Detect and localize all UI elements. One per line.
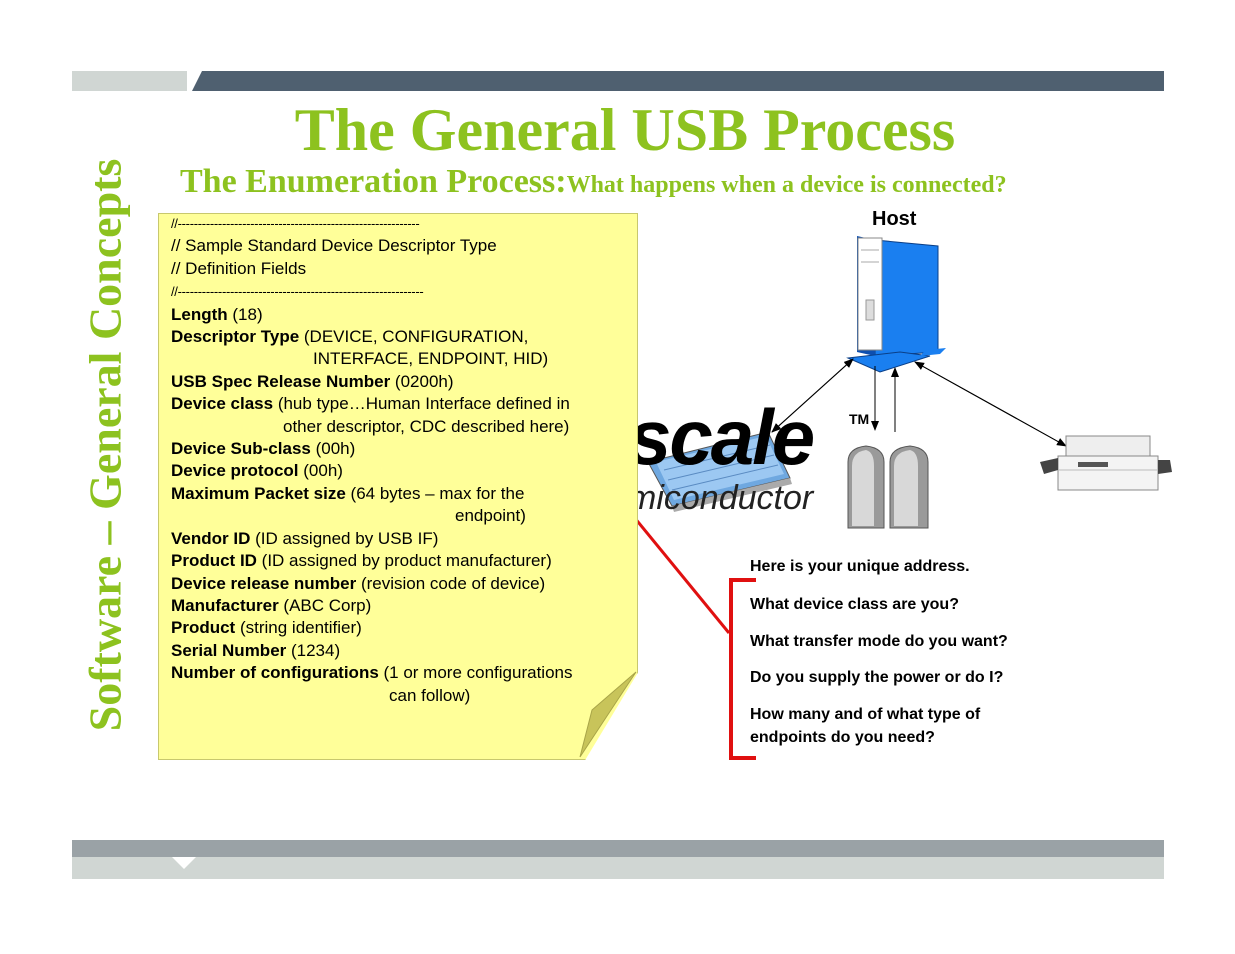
question-text: How many and of what type of [750, 706, 981, 723]
descriptor-field-value: (64 bytes – max for the [345, 483, 525, 503]
descriptor-field-value: (string identifier) [235, 618, 362, 638]
descriptor-field-value: (00h) [298, 461, 343, 481]
descriptor-field-value: (ID assigned by USB IF) [250, 528, 439, 548]
subtitle-main: The Enumeration Process: [180, 163, 567, 200]
descriptor-field-value: (ABC Corp) [278, 595, 372, 615]
footer-bar-dark [72, 840, 1164, 857]
descriptor-field-value: (00h) [310, 439, 356, 459]
descriptor-line: Manufacturer (ABC Corp) [171, 595, 631, 617]
descriptor-line: Device Sub-class (00h) [171, 438, 631, 460]
descriptor-field-name: Product [171, 618, 236, 638]
descriptor-field-name: Maximum Packet size [171, 483, 346, 503]
descriptor-line: Device class (hub type…Human Interface d… [171, 393, 631, 415]
slide-title: The General USB Process [294, 97, 956, 163]
question-text: endpoints do you need? [750, 729, 935, 746]
descriptor-text: other descriptor, CDC described here) [283, 416, 570, 436]
descriptor-field-list: //--------------------------------------… [171, 212, 631, 707]
descriptor-field-value: (DEVICE, CONFIGURATION, [299, 327, 529, 347]
descriptor-line: Product ID (ID assigned by product manuf… [171, 550, 631, 572]
descriptor-line: //--------------------------------------… [171, 280, 631, 303]
descriptor-line: // Definition Fields [171, 258, 631, 280]
descriptor-field-name: USB Spec Release Number [171, 371, 391, 391]
slide-subtitle: The Enumeration Process:What happens whe… [180, 163, 1007, 201]
question-text: What device class are you? [750, 596, 959, 613]
logo-subtext-fragment: miconductor [628, 479, 814, 517]
question-text: What transfer mode do you want? [750, 633, 1008, 650]
descriptor-line: Maximum Packet size (64 bytes – max for … [171, 483, 631, 505]
descriptor-text: INTERFACE, ENDPOINT, HID) [313, 349, 549, 369]
descriptor-line: USB Spec Release Number (0200h) [171, 371, 631, 393]
descriptor-text: // Definition Fields [171, 258, 307, 278]
host-label: Host [872, 208, 917, 230]
keyboard-icon [647, 431, 792, 512]
descriptor-line: Product (string identifier) [171, 617, 631, 639]
descriptor-field-value: (hub type…Human Interface defined in [273, 394, 570, 414]
descriptor-line: //--------------------------------------… [171, 212, 631, 235]
descriptor-line: Length (18) [171, 304, 631, 326]
header-bar-right [192, 71, 1164, 91]
descriptor-field-name: Device Sub-class [171, 439, 311, 459]
descriptor-field-value: (revision code of device) [356, 573, 546, 593]
descriptor-line: Device release number (revision code of … [171, 573, 631, 595]
descriptor-field-value: (1 or more configurations [378, 663, 573, 683]
descriptor-line: endpoint) [171, 505, 631, 527]
descriptor-line: other descriptor, CDC described here) [171, 416, 631, 438]
descriptor-field-value: (ID assigned by product manufacturer) [256, 551, 552, 571]
logo-text-fragment: scale [628, 393, 815, 481]
host-computer-icon [846, 236, 946, 373]
descriptor-text: endpoint) [455, 506, 526, 526]
descriptor-field-name: Device protocol [171, 461, 299, 481]
descriptor-sticky-note [158, 213, 638, 760]
descriptor-field-name: Manufacturer [171, 595, 279, 615]
subtitle-question: What happens when a device is connected? [566, 172, 1007, 198]
descriptor-field-name: Length [171, 304, 228, 324]
speakers-icon [847, 445, 929, 529]
descriptor-field-name: Serial Number [171, 640, 287, 660]
printer-icon [1040, 435, 1172, 491]
descriptor-field-value: (0200h) [390, 371, 454, 391]
descriptor-field-value: (18) [227, 304, 263, 324]
question-text: Here is your unique address. [750, 558, 970, 575]
note-curl [579, 671, 637, 758]
header-bar-left [72, 71, 187, 91]
descriptor-text: // Sample Standard Device Descriptor Typ… [171, 236, 497, 256]
question-text: Do you supply the power or do I? [750, 669, 1004, 686]
descriptor-field-value: (1234) [286, 640, 341, 660]
comment-divider: //--------------------------------------… [171, 284, 424, 300]
descriptor-line: can follow) [171, 685, 631, 707]
descriptor-field-name: Product ID [171, 551, 257, 571]
trademark-mark: TM [849, 411, 870, 427]
footer-bar-light [72, 857, 1164, 879]
descriptor-text: can follow) [389, 685, 471, 705]
descriptor-field-name: Number of configurations [171, 663, 379, 683]
descriptor-line: // Sample Standard Device Descriptor Typ… [171, 235, 631, 257]
comment-divider: //--------------------------------------… [171, 216, 420, 231]
descriptor-line: Device protocol (00h) [171, 460, 631, 482]
descriptor-field-name: Vendor ID [171, 528, 251, 548]
descriptor-field-name: Device class [171, 394, 274, 414]
descriptor-line: Number of configurations (1 or more conf… [171, 662, 631, 684]
descriptor-line: Vendor ID (ID assigned by USB IF) [171, 528, 631, 550]
descriptor-line: Descriptor Type (DEVICE, CONFIGURATION, [171, 326, 631, 348]
descriptor-field-name: Descriptor Type [171, 327, 300, 347]
descriptor-field-name: Device release number [171, 573, 357, 593]
descriptor-line: INTERFACE, ENDPOINT, HID) [171, 348, 631, 370]
descriptor-line: Serial Number (1234) [171, 640, 631, 662]
